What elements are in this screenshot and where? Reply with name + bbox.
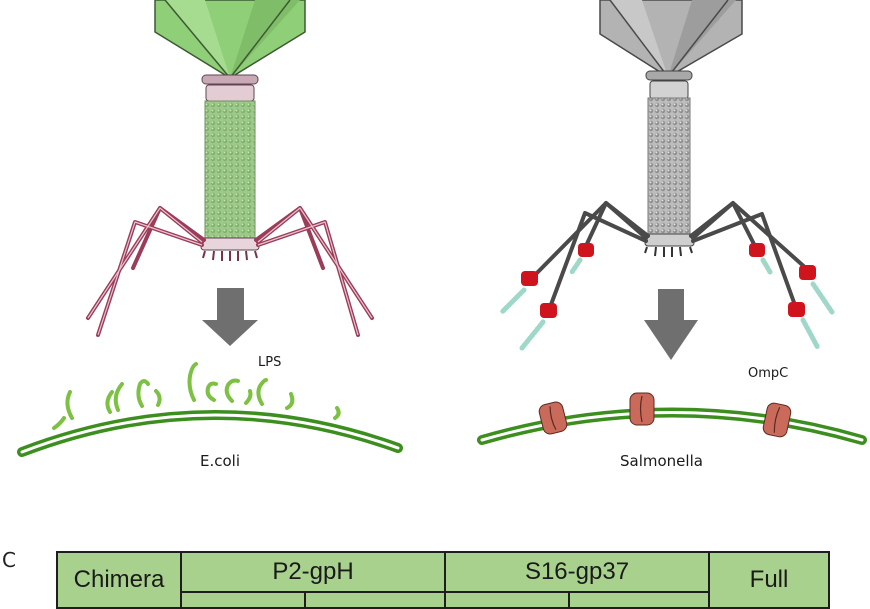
subheader-cell	[304, 591, 446, 609]
table-header-row: Chimera P2-gpH S16-gp37 Full	[56, 551, 830, 609]
subheader-cell	[180, 591, 306, 609]
receptor-binding-proteins	[521, 243, 816, 318]
chimera-table: Chimera P2-gpH S16-gp37 Full	[56, 551, 830, 609]
ecoli-label: E.coli	[200, 452, 241, 470]
header-s16-gp37: S16-gp37	[444, 551, 710, 593]
down-arrow-right	[644, 289, 698, 360]
green-phage-baseplate	[200, 237, 260, 251]
panel-label-c: C	[2, 548, 16, 572]
ompc-porin	[762, 402, 792, 438]
ompc-porins	[538, 392, 792, 438]
salmonella-label: Salmonella	[620, 452, 703, 470]
green-phage-tail	[204, 100, 256, 240]
header-chimera: Chimera	[56, 551, 182, 609]
lps-label: LPS	[258, 355, 282, 370]
ompc-porin	[629, 392, 655, 426]
down-arrow-left	[202, 288, 258, 346]
ompc-label: OmpC	[748, 366, 789, 381]
subheader-cell	[444, 591, 570, 609]
gray-phage-tail-fibers	[528, 201, 810, 312]
fiber-tips	[499, 257, 835, 351]
gray-phage	[499, 0, 835, 351]
ecoli-membrane	[17, 410, 403, 457]
gray-phage-baseplate	[644, 233, 695, 247]
header-full: Full	[708, 551, 830, 609]
salmonella-membrane	[477, 407, 867, 445]
header-p2-gph: P2-gpH	[180, 551, 446, 593]
gray-phage-head	[599, 0, 743, 78]
green-phage-collar	[201, 74, 259, 102]
subheader-cell	[568, 591, 710, 609]
green-phage-head	[154, 0, 306, 79]
green-phage	[86, 0, 374, 337]
gray-phage-tail-pins	[644, 246, 693, 257]
lps-chains	[52, 362, 341, 430]
green-phage-tail-pins	[202, 250, 258, 261]
gray-phage-tail	[647, 97, 691, 237]
ompc-porin	[538, 401, 568, 435]
gray-phage-collar	[645, 70, 693, 100]
